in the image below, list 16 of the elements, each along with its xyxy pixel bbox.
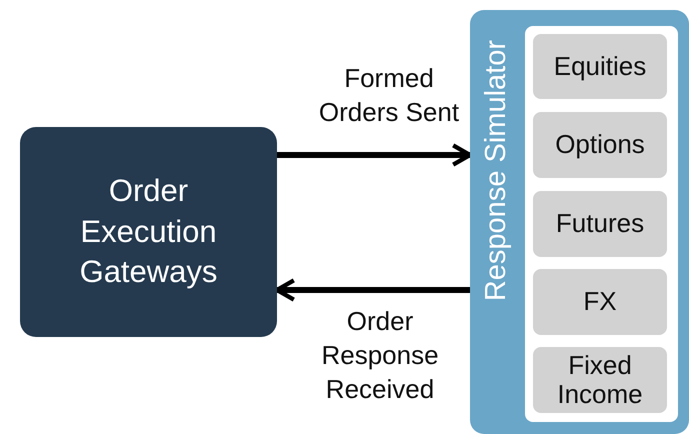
simulator-panel	[470, 10, 689, 434]
asset-class-label: Fixed Income	[556, 350, 644, 410]
asset-class-label: Futures	[556, 209, 644, 239]
asset-class-box	[533, 112, 667, 178]
asset-class-box	[533, 347, 667, 413]
arrow	[274, 278, 470, 302]
asset-class-box	[533, 269, 667, 335]
asset-class-label: FX	[583, 287, 617, 317]
asset-class-box	[533, 191, 667, 257]
panel-heading: Response Simulator	[480, 40, 513, 302]
asset-class-label: Options	[555, 130, 645, 160]
gateway-label: Order Execution Gateways	[78, 172, 218, 292]
arrow	[277, 143, 472, 167]
asset-class-box	[533, 34, 667, 99]
gateway-box	[20, 127, 277, 337]
asset-class-label: Equities	[554, 52, 646, 82]
